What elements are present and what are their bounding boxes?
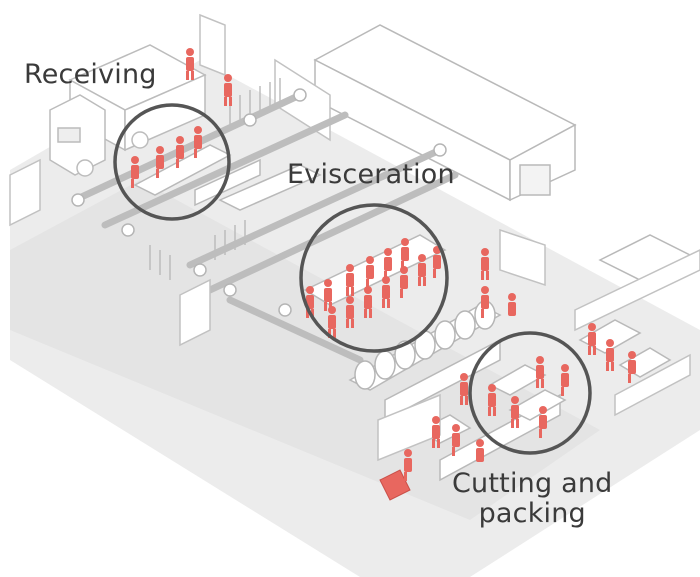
worker <box>346 296 354 328</box>
conveyor-rollers <box>71 88 447 317</box>
worker <box>628 351 636 383</box>
worker <box>539 406 547 438</box>
worker <box>131 156 139 188</box>
receiving-highlight-circle <box>113 103 231 221</box>
worker <box>606 339 614 371</box>
receiving-label: Receiving <box>24 59 157 90</box>
worker <box>481 248 489 280</box>
worker <box>366 256 374 288</box>
worker <box>384 248 392 280</box>
worker <box>194 126 202 158</box>
worker <box>460 373 468 405</box>
worker <box>488 384 496 416</box>
worker <box>511 396 519 428</box>
worker <box>481 286 489 318</box>
cutting-label-line-2: packing <box>478 498 586 530</box>
cart <box>379 469 411 501</box>
worker <box>432 416 440 448</box>
worker <box>364 286 372 318</box>
truck <box>49 44 207 177</box>
workers <box>131 48 636 481</box>
worker <box>224 74 232 106</box>
worker <box>404 449 412 481</box>
evisceration-label: Evisceration <box>287 159 455 190</box>
worker <box>156 146 164 178</box>
shackles <box>149 78 281 280</box>
worker <box>508 293 516 316</box>
worker <box>400 266 408 298</box>
conveyor-lines <box>71 91 459 364</box>
worker <box>186 48 194 80</box>
partition-walls <box>179 228 700 462</box>
warehouse-building <box>313 24 577 202</box>
cutting-label-line-1: Cutting and <box>452 468 613 499</box>
worker <box>476 439 484 462</box>
worker <box>588 323 596 355</box>
worker <box>418 254 426 286</box>
evisceration-highlight-circle <box>299 203 449 353</box>
worker <box>176 136 184 168</box>
worker <box>561 364 569 396</box>
worker <box>401 238 409 270</box>
worker <box>346 264 354 296</box>
worker <box>328 306 336 338</box>
worker <box>536 356 544 388</box>
worker <box>382 276 390 308</box>
cutting-highlight-circle <box>468 331 592 455</box>
highlight-circles <box>113 103 592 455</box>
worker <box>452 424 460 456</box>
cutting-and-packing-label: Cutting and packing <box>452 468 613 530</box>
